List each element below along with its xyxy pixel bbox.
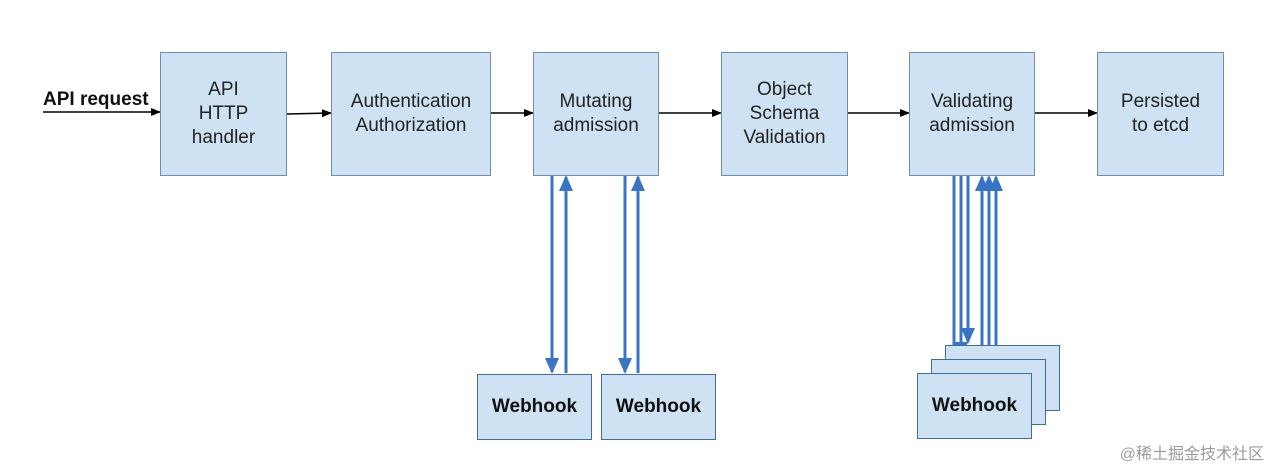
- stage-authentication-authorization: Authentication Authorization: [331, 52, 491, 176]
- webhook-validating-front: Webhook: [917, 373, 1032, 439]
- webhook-mutating-2: Webhook: [601, 374, 716, 440]
- webhook-mutating-1: Webhook: [477, 374, 592, 440]
- stage-api-http-handler: API HTTP handler: [160, 52, 287, 176]
- arrow-handler-to-auth: [286, 109, 332, 118]
- stage-object-schema-validation: Object Schema Validation: [721, 52, 848, 176]
- api-request-label: API request: [43, 89, 149, 110]
- stage-persisted-to-etcd: Persisted to etcd: [1097, 52, 1224, 176]
- watermark: @稀土掘金技术社区: [1119, 446, 1264, 463]
- stage-validating-admission: Validating admission: [909, 52, 1035, 176]
- stage-mutating-admission: Mutating admission: [533, 52, 659, 176]
